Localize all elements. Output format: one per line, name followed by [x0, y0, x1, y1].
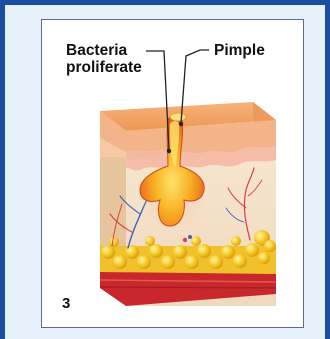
bacteria-label-line2: proliferate	[66, 59, 142, 76]
bacteria-label-line1: Bacteria	[66, 42, 142, 59]
pimple-label: Pimple	[214, 42, 265, 59]
bacteria-proliferate-label: Bacteria proliferate	[66, 42, 142, 76]
panel-number: 3	[62, 295, 70, 312]
